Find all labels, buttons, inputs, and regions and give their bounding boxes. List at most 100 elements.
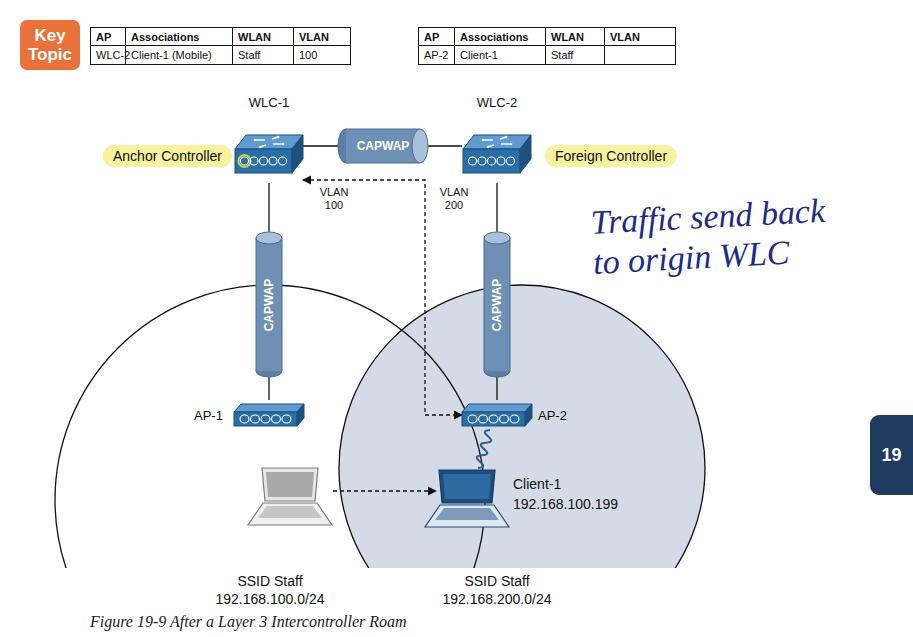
ssid-label: SSID Staff: [170, 572, 370, 590]
node-label: CAPWAP: [357, 139, 410, 153]
arrow-tip: [487, 146, 490, 149]
traffic-path: [303, 180, 462, 415]
port-ring: [272, 415, 281, 423]
tunnel-edge: [346, 129, 420, 130]
link-line: [268, 183, 269, 232]
device-side: [292, 135, 303, 173]
subnet-label: 192.168.100.0/24: [170, 590, 370, 608]
node-label: AP-1: [194, 408, 223, 423]
table-text: WLC-2: [96, 49, 130, 61]
subnet-label: 192.168.200.0/24: [397, 590, 597, 608]
arrow-tip: [505, 136, 508, 139]
coverage-cells: [55, 285, 705, 568]
access-point: AP-1: [194, 400, 304, 430]
arrow-tip: [254, 139, 257, 142]
key-topic-badge: Key Topic: [20, 20, 80, 70]
table-cell: WLC-2: [90, 45, 126, 65]
table-cell: [604, 45, 676, 65]
tunnel-body: [256, 238, 282, 371]
node-label: CAPWAP: [262, 278, 276, 331]
node-label: AP-2: [538, 408, 567, 423]
arrow-tip: [259, 146, 262, 149]
table-cell: Associations: [454, 27, 546, 46]
access-point: AP-2: [462, 400, 572, 430]
laptop-display: [443, 474, 491, 499]
port-ring: [240, 157, 248, 165]
device-front: [234, 412, 297, 426]
table-cell: AP: [418, 27, 455, 46]
table-text: Staff: [238, 49, 260, 61]
capwap-tunnel: CAPWAP: [483, 232, 511, 377]
table-cell: VLAN: [293, 27, 351, 46]
figure-caption: Figure 19-9 After a Layer 3 Intercontrol…: [90, 612, 407, 632]
port-ring: [251, 415, 260, 423]
wireless-controller: WLC-1: [235, 95, 303, 183]
caption-slot: Figure 19-9 After a Layer 3 Intercontrol…: [90, 612, 407, 632]
table-text: AP: [96, 31, 111, 43]
label-slot: Traffic send back to origin WLC: [590, 190, 849, 283]
tunnel-end: [412, 129, 428, 163]
tunnel-edge: [510, 238, 511, 371]
wireless-link: [477, 430, 491, 468]
port-ring: [259, 157, 267, 165]
device-arrow: [273, 143, 283, 144]
laptop-display: [266, 472, 314, 497]
port-ring: [282, 415, 291, 423]
vlan-label: VLAN 100: [316, 186, 352, 212]
arrow-tip: [282, 143, 285, 146]
label-slot: VLAN 100: [316, 186, 352, 212]
table-cell: Staff: [545, 45, 605, 65]
port-ring: [506, 157, 514, 165]
chapter-tab: 19: [870, 415, 913, 495]
port-ring: [468, 157, 476, 165]
port-ring: [478, 157, 486, 165]
label-slot: SSID Staff: [397, 572, 597, 590]
table-text: Associations: [460, 31, 528, 43]
device-front: [462, 412, 525, 426]
capwap-tunnel: CAPWAP: [255, 232, 283, 377]
role-highlight: Anchor Controller: [103, 145, 232, 167]
table-text: 100: [299, 49, 317, 61]
port-ring: [468, 415, 477, 423]
table-cell: WLAN: [545, 27, 605, 46]
roam-arrow: [333, 490, 436, 491]
table-cell: Staff: [232, 45, 294, 65]
node-label: Foreign Controller: [555, 147, 667, 165]
table-text: AP-2: [424, 49, 448, 61]
port-ring: [250, 157, 258, 165]
device-arrow: [483, 139, 493, 140]
tunnel-end: [484, 232, 510, 244]
device-top: [463, 135, 531, 149]
node-label: WLC-2: [462, 95, 532, 111]
laptop-screen: [262, 468, 318, 501]
label-slot: 192.168.200.0/24: [397, 590, 597, 608]
link-line: [496, 377, 497, 400]
laptop-screen: [439, 470, 495, 503]
label-slot: 192.168.100.0/24: [170, 590, 370, 608]
label-slot: SSID Staff: [170, 572, 370, 590]
node-label: Anchor Controller: [113, 147, 222, 165]
table-cell: Client-1: [454, 45, 546, 65]
device-top: [235, 135, 303, 149]
tunnel-edge: [346, 163, 420, 164]
tunnel-edge: [484, 238, 485, 371]
table-text: WLAN: [238, 31, 271, 43]
table-text: WLAN: [551, 31, 584, 43]
arrow-tip: [482, 139, 485, 142]
node-label: Client-1: [513, 474, 625, 494]
tunnel-body: [484, 238, 510, 371]
device-front: [235, 149, 292, 173]
tunnel-edge: [282, 238, 283, 371]
node-label: CAPWAP: [490, 278, 504, 331]
port-ring: [269, 157, 277, 165]
coverage-cell: [339, 285, 705, 568]
port-ring: [487, 157, 495, 165]
laptop-keyboard: [435, 508, 499, 520]
laptop-base: [248, 503, 332, 525]
wireless-controller: WLC-2: [462, 95, 532, 183]
old-laptop: [248, 468, 332, 525]
table-text: Staff: [551, 49, 573, 61]
